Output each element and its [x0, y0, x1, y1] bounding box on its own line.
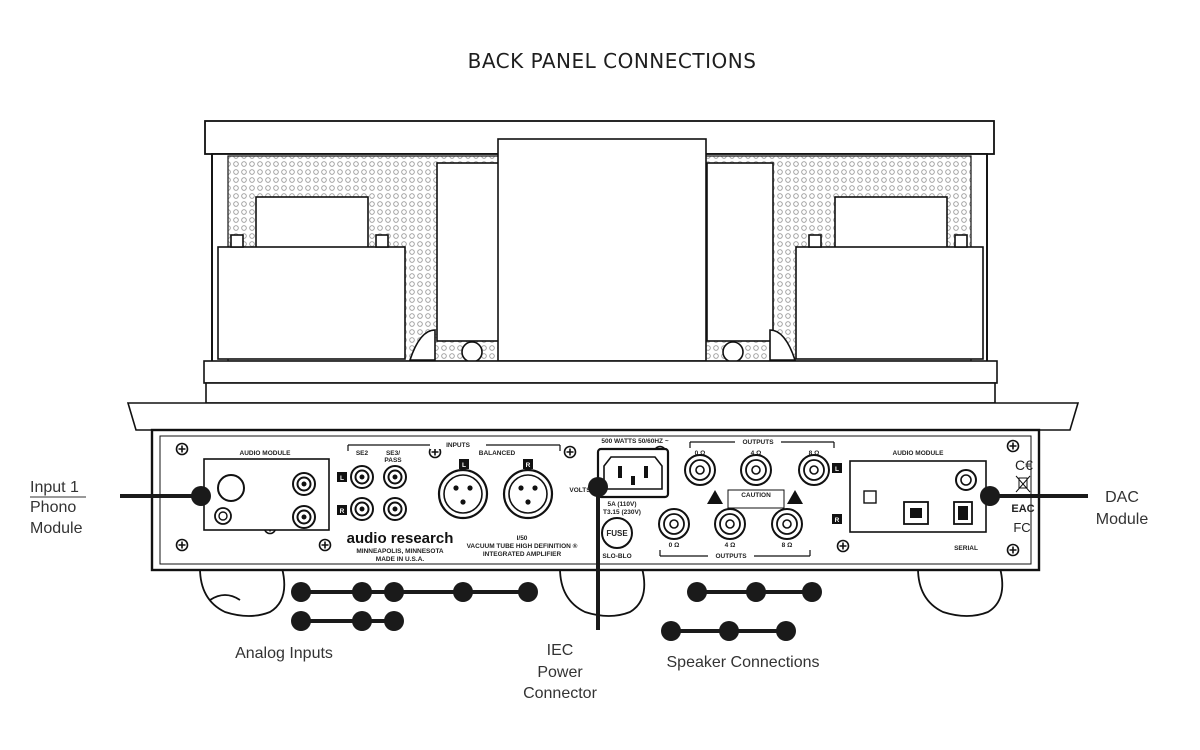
- diagram-title: BACK PANEL CONNECTIONS: [468, 49, 757, 73]
- balanced-label: BALANCED: [479, 450, 516, 457]
- dac-toggle[interactable]: [863, 490, 877, 504]
- caution-label: CAUTION: [741, 492, 771, 499]
- speaker-post-8-top[interactable]: [798, 454, 830, 486]
- fuse-holder[interactable]: [601, 517, 633, 549]
- power-rating: 500 WATTS 50/60HZ ~: [601, 438, 668, 445]
- volts-label: VOLTS: [569, 487, 591, 494]
- fuse-label: FUSE: [606, 529, 628, 538]
- callout-input1-line1: Input 1: [30, 479, 79, 496]
- weee-bin-icon: [1015, 475, 1031, 493]
- phono-rca-l[interactable]: [292, 472, 316, 496]
- brand-name: audio research: [347, 530, 454, 547]
- iec-power-section: 500 WATTS 50/60HZ ~ VOLTS 5A (110V) T3.1…: [569, 438, 670, 560]
- pass-label: PASS: [384, 457, 402, 464]
- audio-module-left-label: AUDIO MODULE: [240, 450, 292, 457]
- slo-blo-label: SLO-BLO: [602, 553, 631, 560]
- r-badge-bal: R: [526, 462, 531, 469]
- callout-iec-line1: IEC: [547, 642, 574, 659]
- callout-speaker: Speaker Connections: [667, 654, 820, 671]
- right-output-transformer: [795, 196, 984, 360]
- callout-analog: Analog Inputs: [235, 645, 333, 662]
- ohm-8-bottom: 8 Ω: [782, 542, 793, 549]
- left-output-transformer: [217, 196, 406, 360]
- speaker-post-0-bottom[interactable]: [658, 508, 690, 540]
- ohm-0-top: 0 Ω: [695, 450, 706, 457]
- callout-iec-line3: Connector: [523, 685, 597, 702]
- callout-lines: [120, 477, 1088, 641]
- ohm-4-bottom: 4 Ω: [725, 542, 736, 549]
- l-badge-bal: L: [462, 462, 466, 469]
- audio-module-right-label: AUDIO MODULE: [893, 450, 945, 457]
- fc-mark: FC: [1013, 520, 1030, 535]
- ce-mark: C€: [1015, 457, 1033, 473]
- brand-made-in: MADE IN U.S.A.: [376, 556, 425, 563]
- outputs-bottom-label: OUTPUTS: [715, 553, 747, 560]
- r-badge-out: R: [835, 517, 840, 524]
- se2-rca-r[interactable]: [350, 497, 374, 521]
- model-description: VACUUM TUBE HIGH DEFINITION ®: [467, 542, 578, 550]
- ohm-4-top: 4 Ω: [751, 450, 762, 457]
- chassis-lower-frame: [126, 360, 1080, 431]
- xlr-input-l[interactable]: [437, 468, 489, 520]
- model-type: INTEGRATED AMPLIFIER: [483, 551, 562, 558]
- speaker-outputs: OUTPUTS 0 Ω 4 Ω 8 Ω CAUTION 0 Ω 4 Ω 8 Ω …: [658, 437, 842, 560]
- fuse-rating-230: T3.15 (230V): [603, 509, 641, 516]
- callout-dac-line2: Module: [1096, 511, 1149, 528]
- fuse-rating-110: 5A (110V): [607, 501, 636, 508]
- l-badge-se: L: [340, 475, 344, 482]
- eac-mark: EAC: [1011, 503, 1034, 515]
- se2-label: SE2: [356, 450, 369, 457]
- callout-dac-line1: DAC: [1105, 489, 1139, 506]
- serial-label: SERIAL: [954, 545, 978, 552]
- r-badge-se: R: [340, 508, 345, 515]
- speaker-post-0-top[interactable]: [684, 454, 716, 486]
- center-power-transformer: [408, 138, 797, 363]
- brand-block: audio research MINNEAPOLIS, MINNESOTA MA…: [347, 530, 578, 563]
- dac-module[interactable]: AUDIO MODULE SERIAL: [849, 450, 987, 552]
- xlr-input-r[interactable]: [502, 468, 554, 520]
- se3-label: SE3/: [386, 450, 400, 457]
- callout-input1-line2: Phono: [30, 499, 76, 516]
- speaker-post-4-bottom[interactable]: [714, 508, 746, 540]
- brand-location: MINNEAPOLIS, MINNESOTA: [356, 548, 444, 555]
- phono-module[interactable]: AUDIO MODULE: [203, 450, 330, 531]
- inputs-label: INPUTS: [446, 442, 471, 449]
- speaker-post-8-bottom[interactable]: [771, 508, 803, 540]
- se3-rca-l[interactable]: [383, 465, 407, 489]
- se2-rca-l[interactable]: [350, 465, 374, 489]
- inputs-section: INPUTS SE2 SE3/ PASS BALANCED L R L R: [337, 440, 561, 521]
- phono-rca-r[interactable]: [292, 505, 316, 529]
- outputs-top-label: OUTPUTS: [742, 439, 774, 446]
- chassis-feet: [199, 567, 1004, 617]
- speaker-post-4-top[interactable]: [740, 454, 772, 486]
- callout-iec-line2: Power: [537, 664, 583, 681]
- certification-marks: C€ EAC FC: [1011, 457, 1034, 535]
- callout-texts: Input 1 Phono Module DAC Module Analog I…: [30, 479, 1148, 702]
- ohm-0-bottom: 0 Ω: [669, 542, 680, 549]
- callout-input1-line3: Module: [30, 520, 83, 537]
- l-badge-out: L: [835, 466, 839, 473]
- se3-rca-r[interactable]: [383, 497, 407, 521]
- model-number: I/50: [517, 535, 528, 542]
- ohm-8-top: 8 Ω: [809, 450, 820, 457]
